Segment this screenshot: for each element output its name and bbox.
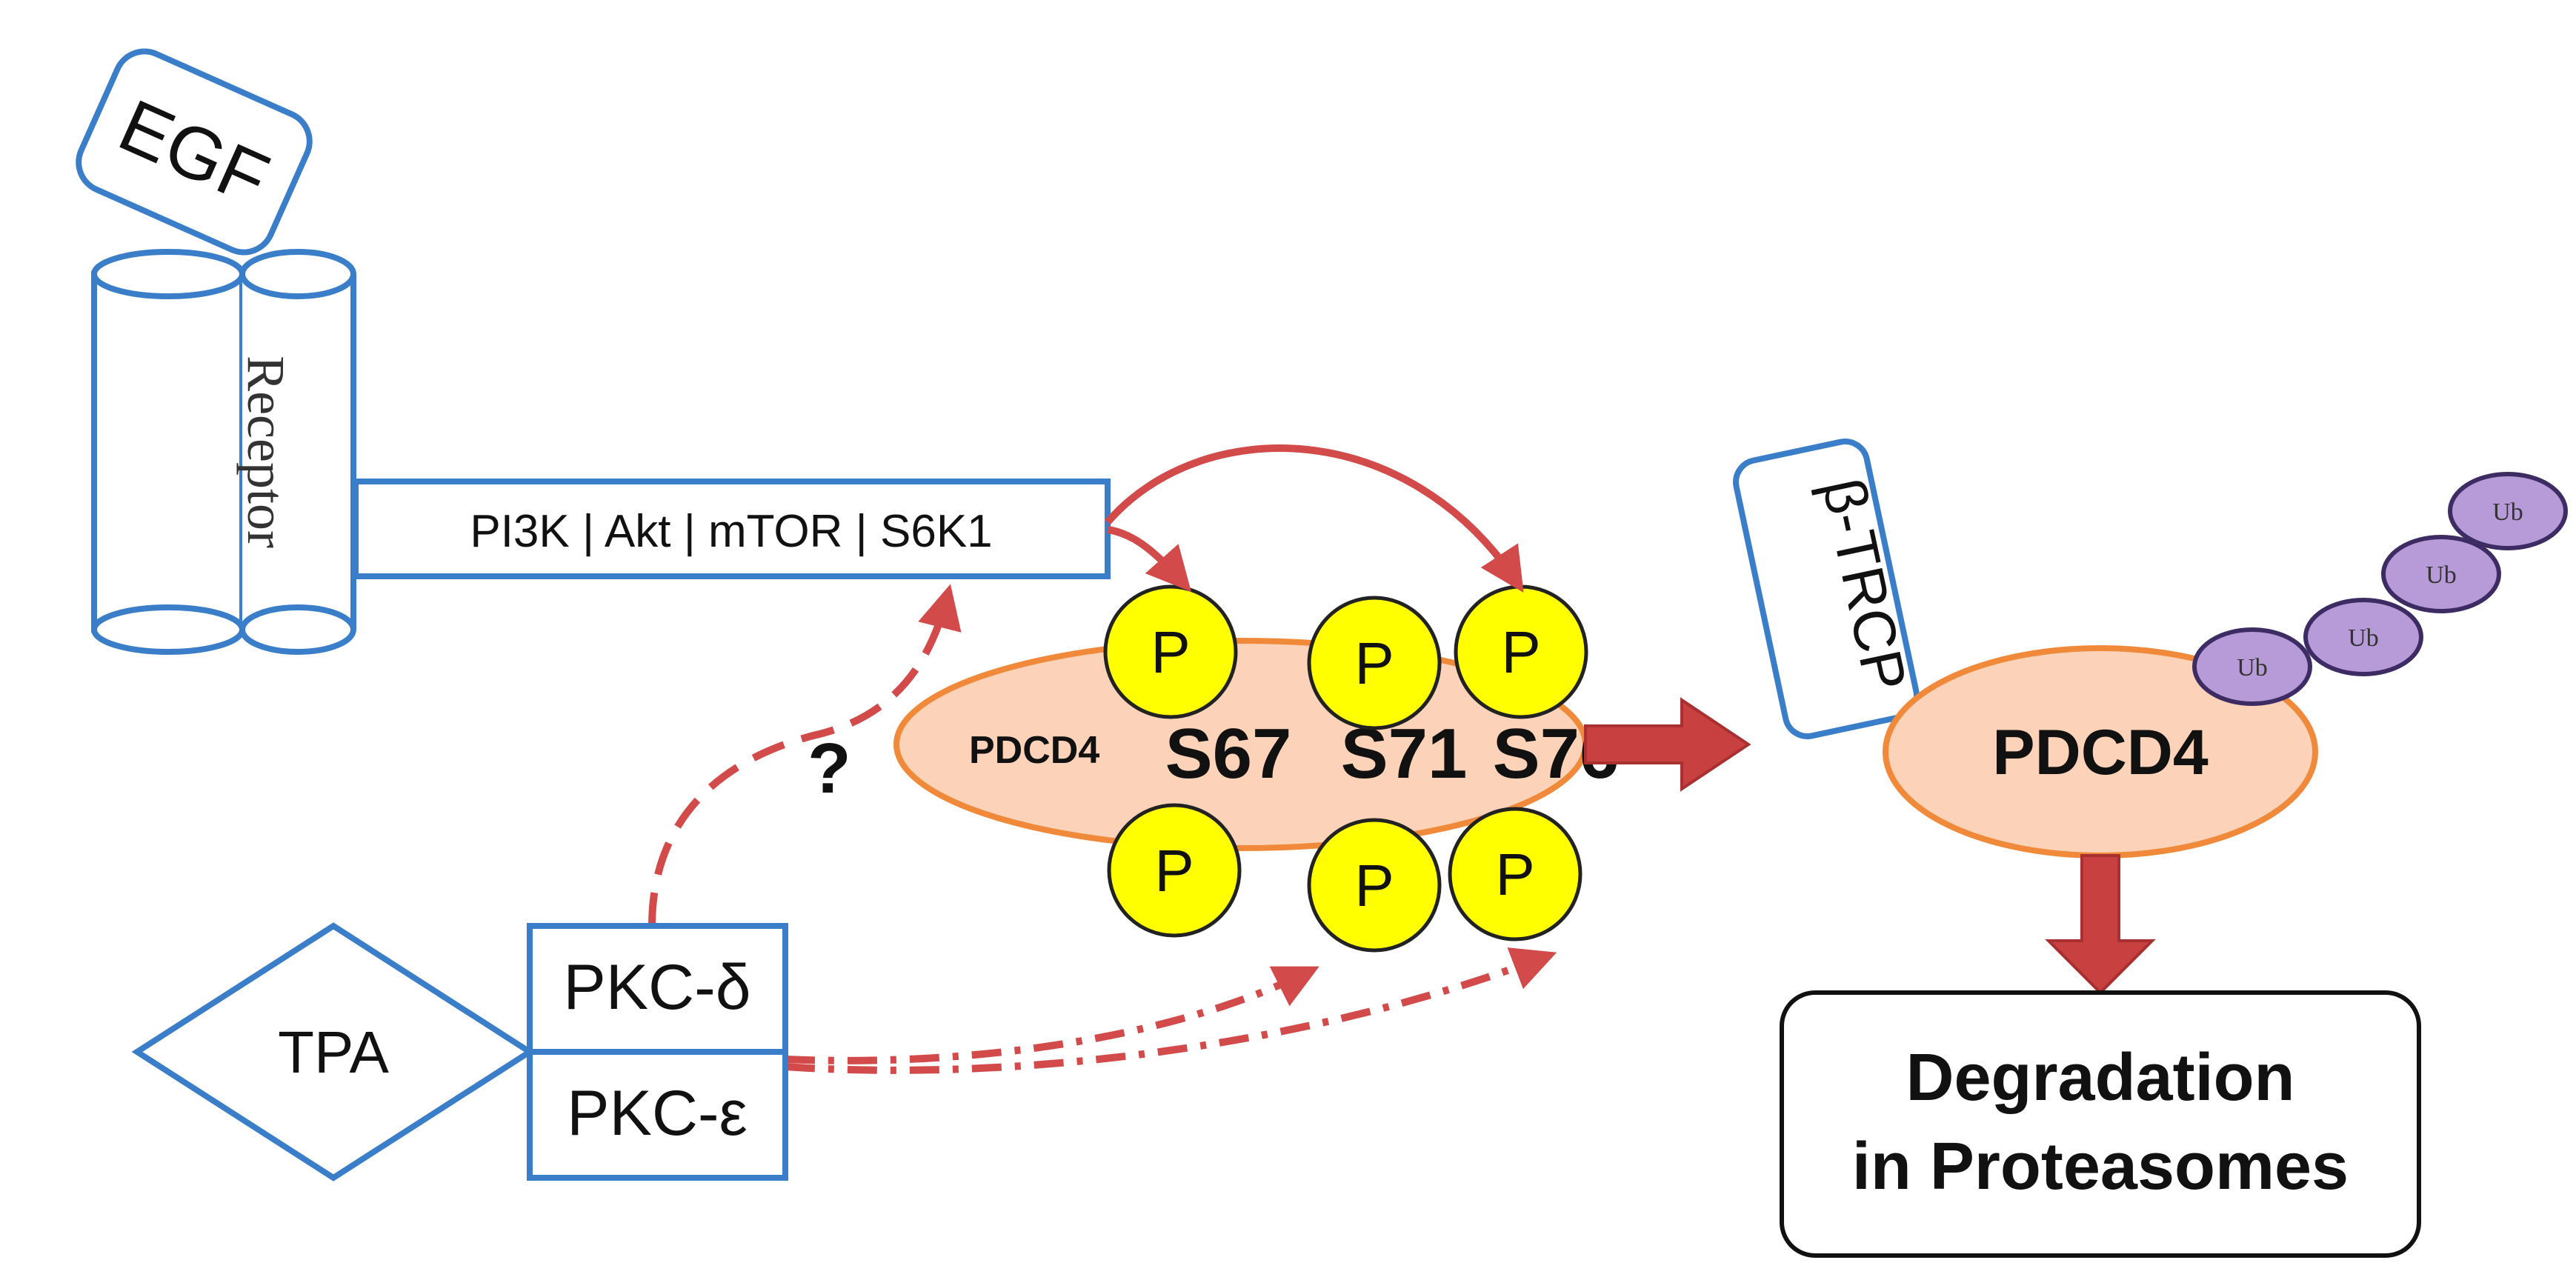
ubiquitin-3: Ub: [2381, 535, 2501, 613]
egf-ligand: EGF: [76, 48, 313, 256]
ubiquitin-1: Ub: [2192, 627, 2312, 706]
phospho-site-bottom-s76: P: [1448, 807, 1582, 941]
pkc-delta-to-pathway-dashed-arrow: [648, 584, 962, 927]
phospho-site-top-s71: P: [1307, 596, 1442, 730]
phospho-label: P: [1495, 841, 1534, 907]
pkc-epsilon-box: [527, 1049, 788, 1181]
receptor: [91, 249, 356, 655]
pkc-delta-box: [527, 923, 788, 1055]
phospho-site-top-s76: P: [1454, 584, 1588, 719]
pathway-box: [353, 479, 1111, 579]
pathway-label: PI3K | Akt | mTOR | S6K1: [470, 506, 992, 557]
s6k1-to-s76-arrow: [1105, 444, 1524, 593]
ubiquitin-label: Ub: [2237, 654, 2268, 681]
ubiquitin-2: Ub: [2303, 598, 2423, 676]
phospho-label: P: [1354, 853, 1394, 919]
ubiquitin-label: Ub: [2348, 624, 2379, 652]
receptor-label: Receptor: [236, 356, 296, 548]
phospho-label: P: [1151, 619, 1190, 685]
site-label-s67: S67: [1165, 714, 1292, 793]
pkc-epsilon-to-s76-arrow: [785, 947, 1557, 1074]
question-mark: ?: [808, 729, 851, 808]
phospho-to-pdcd4-block-arrow: [1584, 697, 1751, 792]
pdcd4-large-label: PDCD4: [1992, 717, 2209, 788]
degradation-label-line2: in Proteasomes: [1852, 1130, 2349, 1204]
ubiquitin-chain: Ub Ub Ub Ub: [2192, 472, 2568, 706]
ubiquitin-4: Ub: [2448, 472, 2568, 550]
ubiquitin-label: Ub: [2426, 561, 2457, 589]
phospho-site-bottom-s67: P: [1107, 803, 1242, 938]
btrcp-box: [1733, 439, 1920, 739]
tpa-label: TPA: [278, 1019, 389, 1085]
phospho-label: P: [1354, 630, 1394, 696]
degradation-label-line1: Degradation: [1906, 1041, 2294, 1115]
degradation-box: [1780, 990, 2421, 1258]
ubiquitin-label: Ub: [2492, 499, 2523, 526]
pdcd4-small-label: PDCD4: [969, 729, 1099, 772]
pdcd4-to-degradation-block-arrow: [2045, 854, 2156, 995]
phospho-label: P: [1501, 619, 1540, 685]
phospho-label: P: [1154, 838, 1194, 904]
phospho-site-top-s67: P: [1103, 584, 1238, 719]
s6k1-to-s67-arrow: [1107, 526, 1191, 592]
phospho-site-bottom-s71: P: [1307, 818, 1442, 953]
pkc-delta-label: PKC-δ: [563, 952, 750, 1023]
pkc-epsilon-label: PKC-ε: [567, 1078, 748, 1149]
pkc-epsilon-to-s71-arrow: [785, 966, 1319, 1064]
